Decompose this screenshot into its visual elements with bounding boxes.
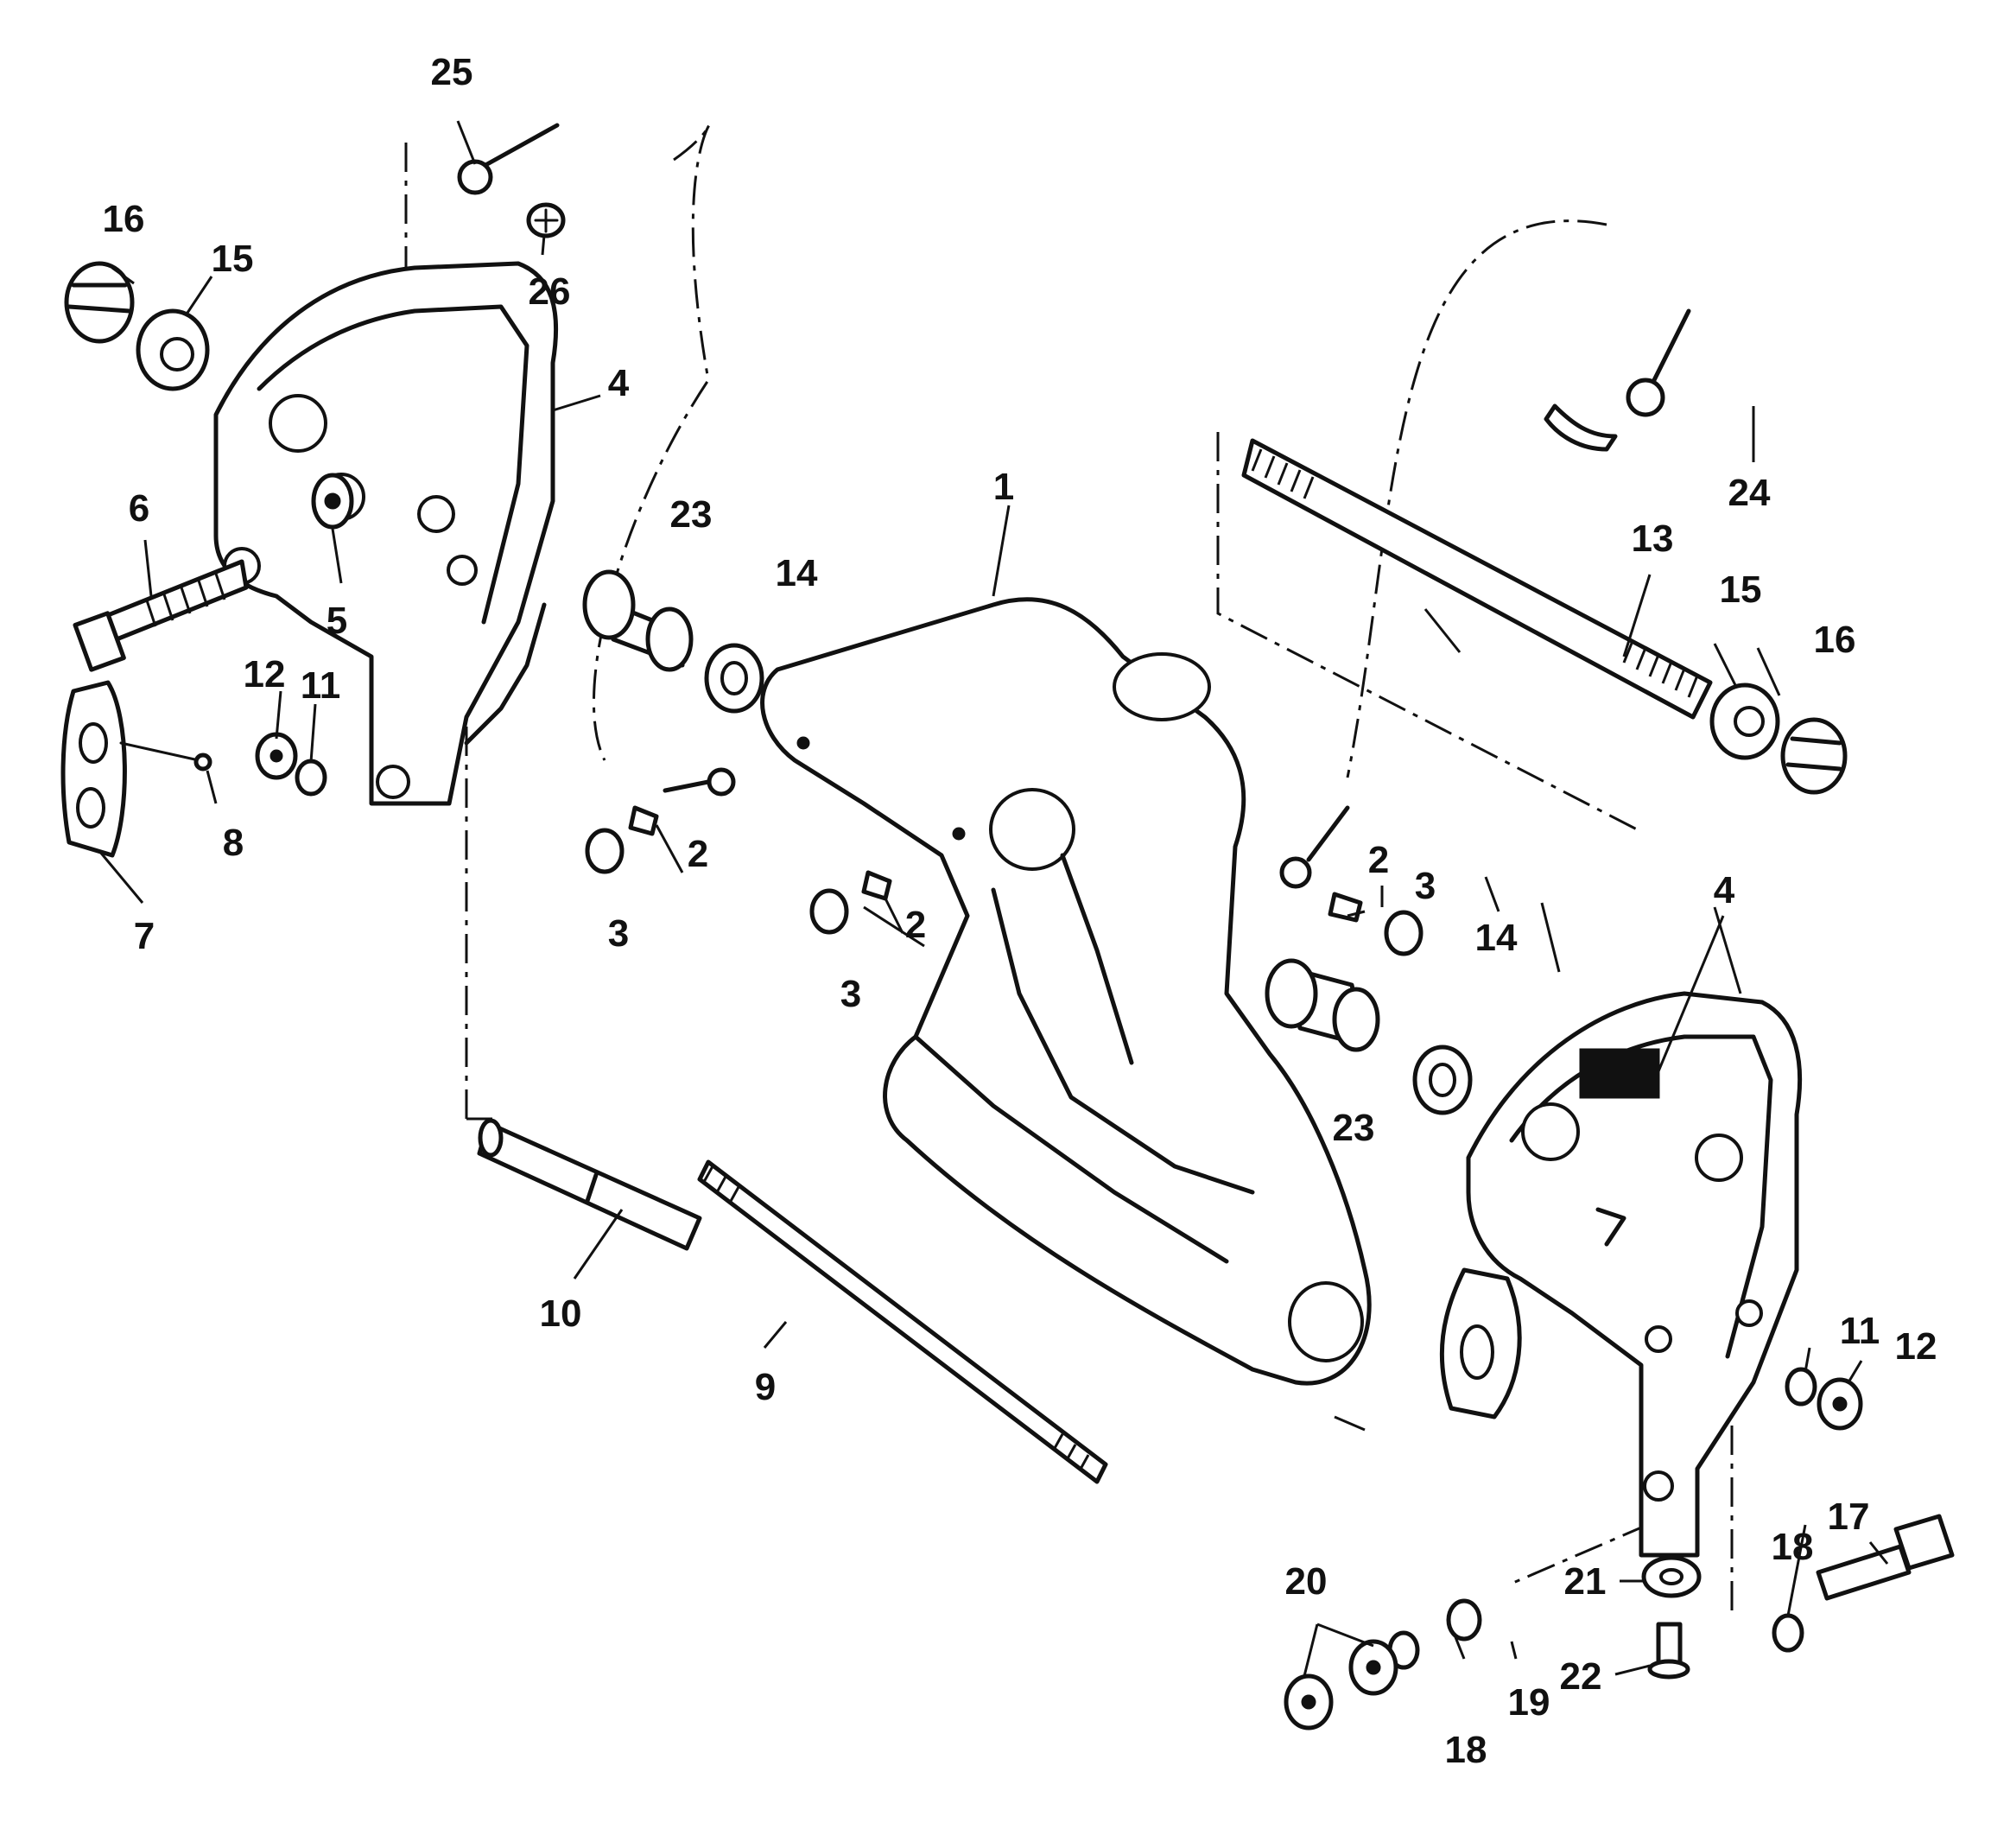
callout-16: 16: [1814, 619, 1856, 661]
callout-24: 24: [1728, 472, 1771, 514]
clamp-screw-left: [73, 559, 249, 672]
callout-15: 15: [212, 238, 254, 280]
callout-4: 4: [1714, 869, 1735, 911]
callout-2: 2: [905, 904, 926, 946]
callout-3: 3: [1415, 865, 1436, 907]
ground-strap-upper: [457, 123, 736, 797]
spacer: [1641, 1555, 1702, 1598]
clamp-bracket-right: [1466, 991, 1803, 1558]
callout-3: 3: [608, 912, 629, 955]
callout-12: 12: [244, 653, 286, 695]
lockwasher-right: [1785, 1367, 1817, 1407]
callout-22: 22: [1560, 1655, 1602, 1698]
locknut-left: [255, 732, 298, 780]
callout-25: 25: [431, 51, 473, 93]
callout-14: 14: [1475, 917, 1518, 959]
callout-5: 5: [327, 600, 347, 642]
callout-labels: 1 2 2 2 3 3 3 4 4 5 6 7 8 9 10 11 11 12 …: [103, 51, 1937, 1771]
tilt-tube: [1241, 438, 1713, 720]
thrust-washers: [704, 643, 1473, 1115]
bushing-lower: [1265, 958, 1380, 1052]
callout-23: 23: [1333, 1107, 1375, 1149]
transom-clamp-handle-right: [1439, 1267, 1522, 1419]
callout-26: 26: [529, 270, 571, 313]
callout-4: 4: [608, 362, 630, 404]
callout-2: 2: [688, 833, 708, 875]
callout-1: 1: [993, 466, 1014, 508]
lockwasher-left: [295, 759, 327, 797]
callout-18: 18: [1445, 1729, 1487, 1771]
callout-10: 10: [540, 1292, 582, 1335]
tilt-pin-sleeve: [477, 1118, 702, 1251]
bushing-upper: [582, 569, 694, 672]
callout-11: 11: [301, 664, 341, 707]
tilt-tube-cap-left: [64, 261, 135, 344]
leader-lines: [98, 120, 1889, 1677]
callout-3: 3: [840, 973, 861, 1015]
callout-17: 17: [1828, 1496, 1870, 1538]
callout-16: 16: [103, 198, 145, 240]
tilt-tube-cap-right: [1780, 717, 1848, 795]
locknut-right: [1817, 1377, 1863, 1431]
callout-15: 15: [1720, 568, 1762, 611]
flat-head-screw: [1647, 1622, 1690, 1680]
lower-nuts: [1284, 1639, 1398, 1731]
callout-19: 19: [1508, 1681, 1550, 1724]
callout-11: 11: [1840, 1310, 1880, 1352]
pivot-bolt: [1816, 1514, 1955, 1601]
callout-6: 6: [129, 487, 149, 530]
clamp-bracket-left: [213, 261, 559, 806]
swivel-bracket: [760, 597, 1372, 1386]
callout-7: 7: [134, 915, 155, 957]
ground-strap-lower: [1279, 308, 1691, 889]
transom-clamp-handle-left: [60, 680, 127, 858]
callout-2: 2: [1368, 839, 1389, 881]
ground-screw: [526, 202, 566, 238]
callout-20: 20: [1285, 1560, 1328, 1603]
callout-13: 13: [1632, 518, 1674, 560]
callout-23: 23: [670, 493, 713, 536]
clamp-pad-left: [311, 473, 354, 530]
callout-21: 21: [1564, 1560, 1607, 1603]
tilt-tube-nut-left: [136, 308, 210, 391]
callout-14: 14: [776, 552, 818, 594]
tilt-tube-nut-right: [1709, 683, 1780, 760]
pin-left: [119, 741, 212, 772]
callout-12: 12: [1895, 1325, 1937, 1368]
grease-fittings: [585, 805, 1424, 956]
tilt-stop-pin: [697, 1159, 1108, 1484]
callout-8: 8: [223, 822, 244, 864]
callout-18: 18: [1772, 1526, 1814, 1568]
callout-9: 9: [755, 1366, 776, 1408]
